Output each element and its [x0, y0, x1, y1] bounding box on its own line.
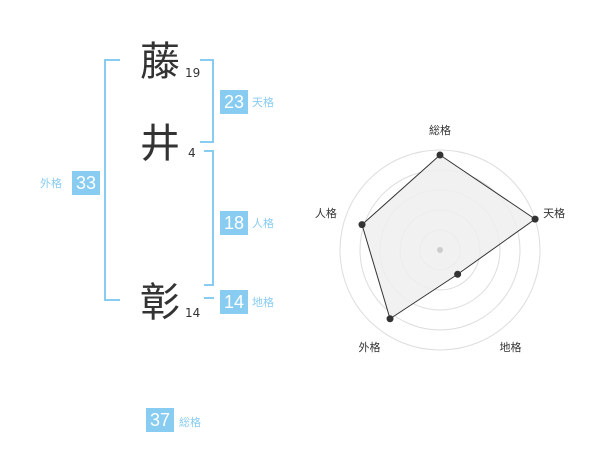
radar-axis-label: 総格 [429, 123, 451, 137]
kanji-1: 藤 [140, 39, 180, 85]
tenkaku-bracket [200, 59, 214, 143]
jinkaku-value: 18 [220, 211, 248, 235]
radar-polygon [361, 154, 536, 320]
tenkaku-label: 天格 [252, 96, 274, 109]
radar-point [386, 315, 394, 323]
radar-point [358, 221, 366, 229]
jinkaku-label: 人格 [252, 217, 274, 230]
gaikaku-value: 33 [72, 171, 100, 195]
tenkaku-value: 23 [220, 90, 248, 114]
radar-point [436, 151, 444, 159]
stroke-count-1: 19 [185, 66, 201, 80]
radar-grid-ring [339, 149, 541, 351]
chikaku-value: 14 [220, 290, 248, 314]
radar-points [358, 151, 539, 323]
stroke-count-2: 4 [188, 146, 196, 160]
chikaku-label: 地格 [252, 296, 274, 309]
chikaku-tick [204, 297, 214, 299]
radar-point [454, 270, 462, 278]
soukaku-label: 総格 [179, 416, 201, 429]
radar-center-dot [437, 247, 443, 253]
soukaku-value: 37 [146, 408, 174, 432]
kanji-3: 彰 [140, 280, 180, 326]
radar-axis-label: 外格 [358, 340, 380, 354]
jinkaku-bracket [204, 150, 214, 286]
gaikaku-label: 外格 [40, 177, 62, 190]
radar-axis-label: 地格 [500, 340, 522, 354]
radar-point [531, 215, 539, 223]
radar-axis-label: 人格 [315, 206, 337, 220]
stroke-count-3: 14 [185, 306, 201, 320]
kanji-2: 井 [140, 121, 180, 167]
outer-bracket [104, 59, 120, 301]
radar-axis-label: 天格 [543, 206, 565, 220]
